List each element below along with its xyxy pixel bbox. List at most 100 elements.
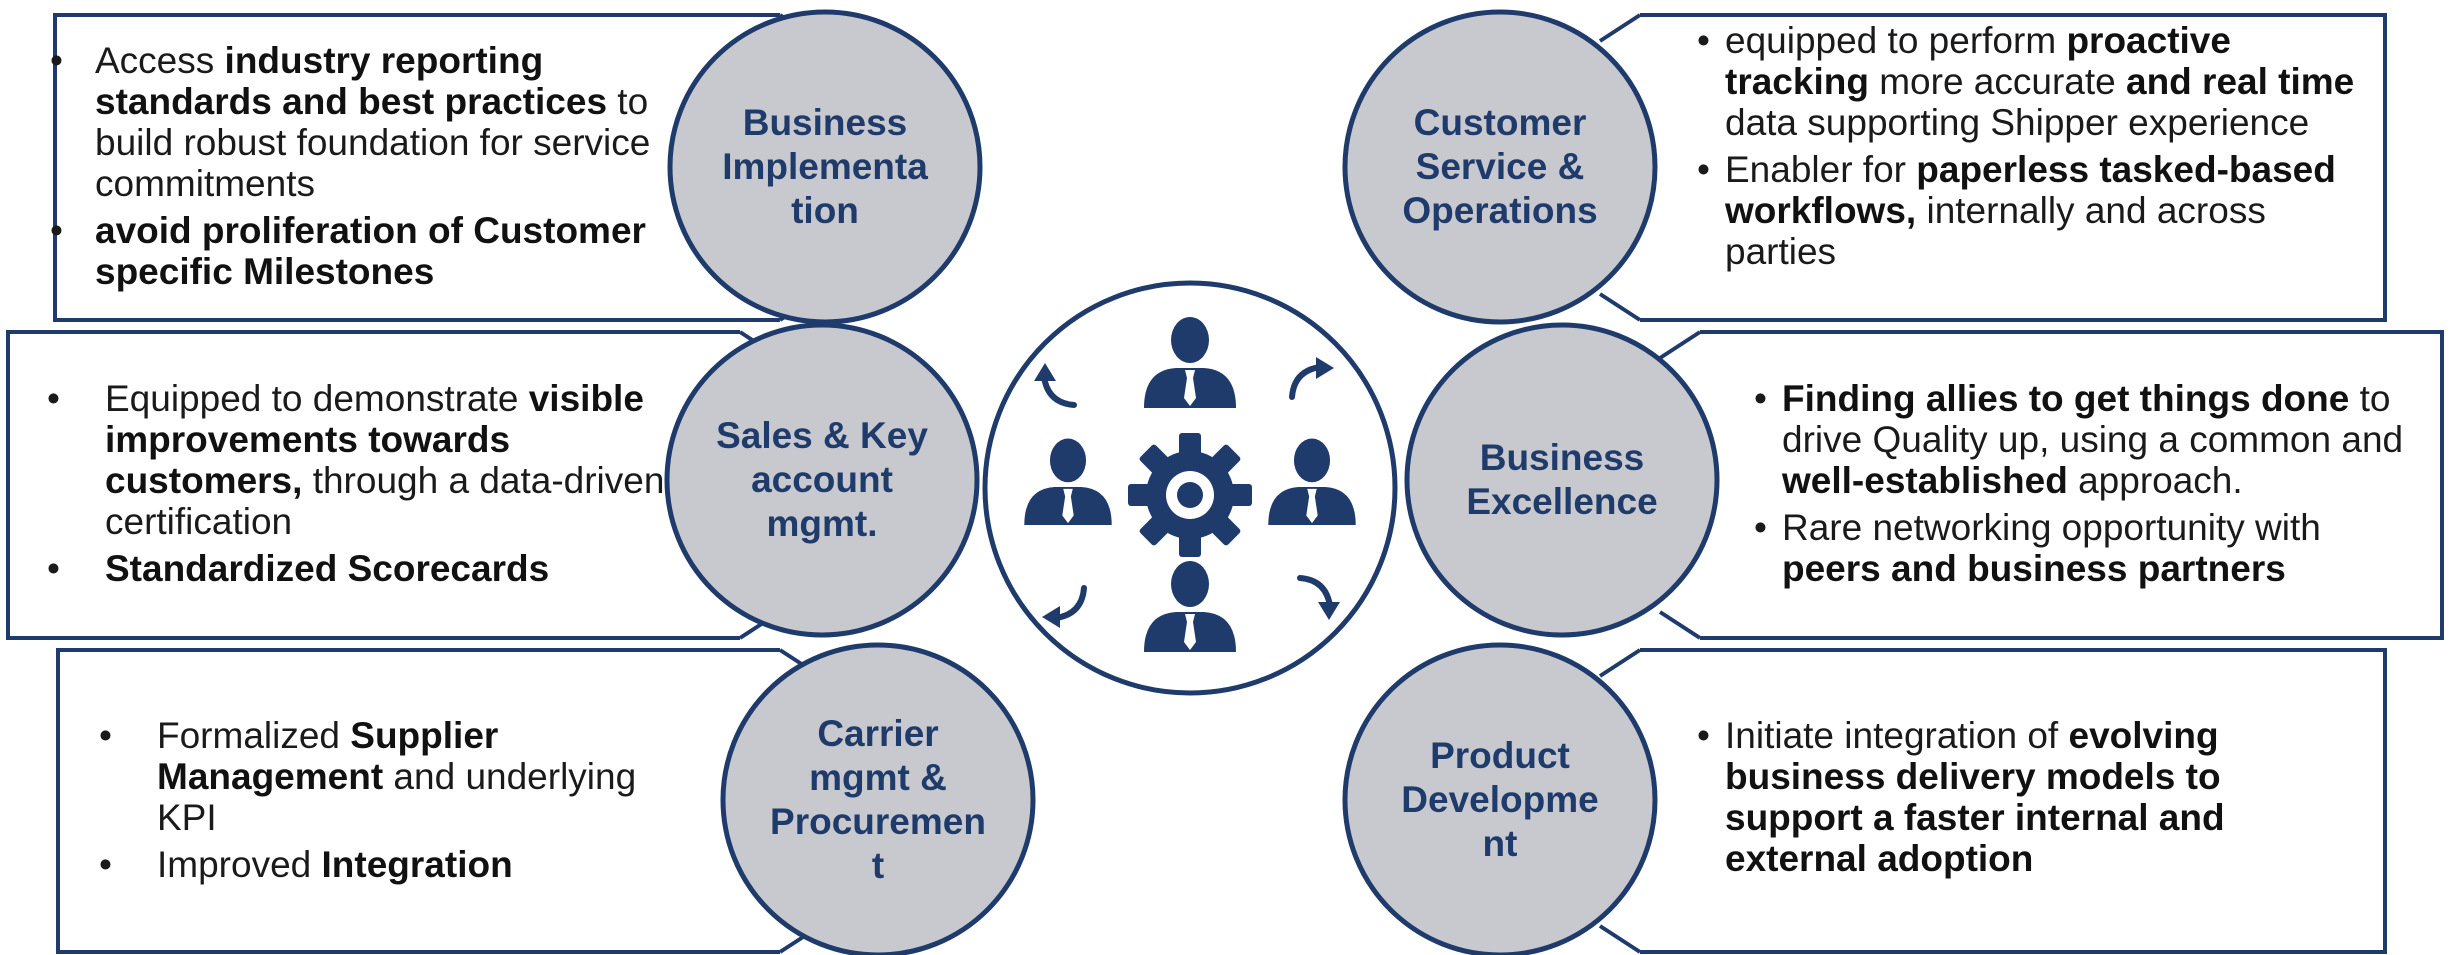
circle-title-line: Implementa xyxy=(722,146,928,187)
bullet-text: to build robust foundation for service c… xyxy=(95,81,651,204)
bullet-item: •avoid proliferation of Customer specifi… xyxy=(50,210,715,292)
bullet-item: • Initiate integration of evolving busine… xyxy=(1697,715,2325,879)
circle-title-line: Carrier xyxy=(817,713,939,754)
cycle-arrow-icon-bottom-left xyxy=(1042,585,1087,628)
bullet-text-bold: Finding allies to get things done xyxy=(1782,378,2350,419)
bullet-dot-icon: • xyxy=(1697,149,1710,190)
bullet-text-bold: Supplier Management xyxy=(157,715,499,797)
arrow-arc xyxy=(1297,575,1333,609)
panel-frame-business-implementation xyxy=(53,13,780,322)
panel-notch-top xyxy=(1658,330,1702,360)
circle-title-line: t xyxy=(871,845,885,886)
category-circle-product-development xyxy=(1342,642,1658,955)
circle-title-line: Business xyxy=(742,102,908,143)
bullet-dot-icon: • xyxy=(99,844,112,885)
person-icon-right xyxy=(1268,438,1356,525)
person-head xyxy=(1049,438,1087,483)
person-tie xyxy=(1184,370,1196,406)
circle-title-line: tion xyxy=(791,190,859,231)
bullet-text-bold: industry reporting standards and best pr… xyxy=(95,40,608,122)
person-tie xyxy=(1306,488,1318,524)
bullet-text-bold: proactive tracking xyxy=(1725,20,2231,102)
bullet-text: internally and across parties xyxy=(1725,190,2266,272)
bullet-text-bold: paperless tasked-based workflows, xyxy=(1725,149,2336,231)
panel-notch-top xyxy=(1598,648,1642,678)
bullet-dot-icon: • xyxy=(50,40,63,81)
bullet-list: • Access industry reporting standards and… xyxy=(50,40,715,292)
panel-notch-bottom xyxy=(1598,924,1642,954)
bullet-text-bold: well-established xyxy=(1782,460,2068,501)
bullet-item: •Formalized Supplier Management and unde… xyxy=(99,715,702,838)
arrow-arc xyxy=(1041,374,1077,408)
circle-title-line: Procuremen xyxy=(770,801,986,842)
bullet-text: Access xyxy=(95,40,225,81)
bullet-list: •equipped to perform proactive tracking … xyxy=(1697,20,2370,272)
bullet-text-bold: visible improvements towards customers, xyxy=(105,378,644,501)
bullet-text: and underlying KPI xyxy=(157,756,637,838)
panel-frame-customer-service-operations xyxy=(1640,13,2387,322)
arrow-head xyxy=(1034,363,1056,381)
category-circle-business-implementation xyxy=(667,9,983,325)
person-tie xyxy=(1184,614,1196,650)
bullet-text-bold: evolving business delivery models to sup… xyxy=(1725,715,2225,879)
cycle-arrow-icon-top-left xyxy=(1034,363,1077,408)
panel-notch-top xyxy=(1598,13,1642,43)
panel-text-sales-key-account: •Equipped to demonstrate visible improve… xyxy=(47,378,665,595)
panel-frame-business-excellence xyxy=(1700,330,2444,640)
circle-title-line: Excellence xyxy=(1466,481,1658,522)
bullet-dot-icon: • xyxy=(50,210,63,251)
circle-title-line: account xyxy=(751,459,893,500)
bullet-text: approach. xyxy=(2067,460,2243,501)
bullet-text: to drive Quality up, using a common and xyxy=(1782,378,2404,460)
panel-frame-carrier-procurement xyxy=(56,648,780,954)
circle-title-line: Service & xyxy=(1415,146,1585,187)
circle-title-line: Operations xyxy=(1402,190,1598,231)
bullet-item: •equipped to perform proactive tracking … xyxy=(1697,20,2370,143)
bullet-item: • Access industry reporting standards and… xyxy=(50,40,715,204)
panel-notch-bottom xyxy=(1658,610,1702,640)
circle-title-line: mgmt. xyxy=(766,503,878,544)
bullet-item: •Equipped to demonstrate visible improve… xyxy=(47,378,665,542)
bullet-list: •Finding allies to get things done to dr… xyxy=(1754,378,2407,589)
category-circle-carrier-procurement xyxy=(720,642,1036,955)
circle-title-line: Developme xyxy=(1401,779,1599,820)
bullet-text: Rare networking opportunity with xyxy=(1782,507,2321,548)
gear-hub xyxy=(1177,482,1203,508)
bullet-text: Initiate integration of xyxy=(1725,715,2069,756)
bullet-text-bold: and real time xyxy=(2126,61,2355,102)
category-circle-sales-key-account xyxy=(664,322,980,638)
panel-text-product-development: • Initiate integration of evolving busine… xyxy=(1697,715,2325,885)
bullet-item: •Improved Integration xyxy=(99,844,702,885)
person-head xyxy=(1171,561,1209,607)
bullet-dot-icon: • xyxy=(1697,715,1710,756)
arrow-head xyxy=(1316,357,1334,379)
bullet-item: •Rare networking opportunity with peers … xyxy=(1754,507,2407,589)
bullet-list: • Initiate integration of evolving busine… xyxy=(1697,715,2325,879)
person-head xyxy=(1293,438,1331,483)
category-circle-business-excellence xyxy=(1404,322,1720,638)
panel-text-carrier-procurement: •Formalized Supplier Management and unde… xyxy=(99,715,702,891)
bullet-dot-icon: • xyxy=(1697,20,1710,61)
panel-text-business-excellence: •Finding allies to get things done to dr… xyxy=(1754,378,2407,595)
bullet-item: •Standardized Scorecards xyxy=(47,548,665,589)
gear-icon xyxy=(1128,433,1252,557)
bullet-text: Improved xyxy=(157,844,322,885)
panel-frame-product-development xyxy=(1640,648,2387,954)
arrow-arc xyxy=(1289,364,1323,400)
circle-title-line: Product xyxy=(1430,735,1570,776)
bullet-dot-icon: • xyxy=(47,378,60,419)
circle-title-line: mgmt & xyxy=(809,757,947,798)
bullet-dot-icon: • xyxy=(99,715,112,756)
